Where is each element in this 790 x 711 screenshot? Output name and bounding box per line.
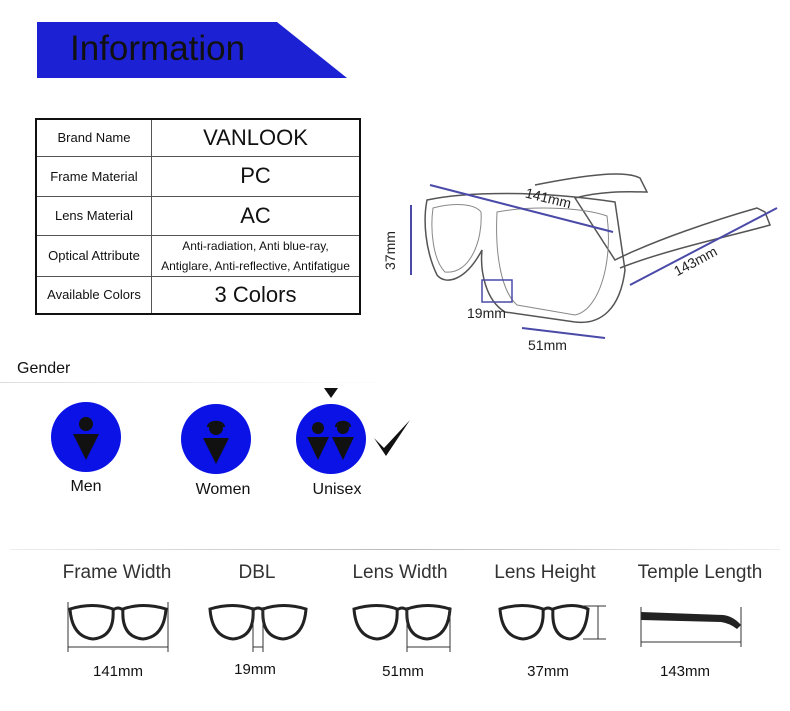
measure-value-dbl: 19mm [234,661,276,678]
gender-women-icon[interactable] [181,404,251,474]
measure-title-temple-length: Temple Length [637,562,763,583]
dim-bridge: 19mm [467,305,506,321]
gender-unisex-icon[interactable] [296,404,366,474]
spec-value: Anti-radiation, Anti blue-ray, Antiglare… [151,234,361,277]
optical-line-1: Anti-radiation, Anti blue-ray, [182,238,329,253]
frame-width-line [429,184,614,233]
spec-value: AC [151,195,361,236]
optical-line-2: Antiglare, Anti-reflective, Antifatigue [161,258,350,273]
temple-length-icon [640,607,742,647]
gender-unisex-label: Unisex [312,481,362,498]
temple-arm [534,173,771,269]
dbl-glasses-icon [208,604,308,652]
lens-right [496,207,609,316]
measure-value-temple-length: 143mm [659,663,711,680]
spec-row-lens-material: Lens Material AC [35,195,361,236]
spec-value: PC [151,155,361,197]
measure-title-frame-width: Frame Width [62,562,172,583]
section-divider [10,549,780,550]
frame-front [424,192,626,324]
spec-table: Brand Name VANLOOK Frame Material PC Len… [35,118,361,315]
lens-width-glasses-icon [352,604,452,652]
spec-row-brand: Brand Name VANLOOK [35,118,361,157]
measure-value-lens-width: 51mm [382,663,424,680]
spec-label: Brand Name [35,118,152,157]
frame-width-glasses-icon [67,602,169,652]
measure-title-lens-height: Lens Height [494,562,596,583]
lens-height-glasses-icon [498,604,606,641]
lens-left [431,204,482,273]
spec-value: VANLOOK [151,118,361,157]
spec-label: Lens Material [35,195,152,236]
gender-men-label: Men [70,478,102,495]
spec-label: Available Colors [35,275,152,315]
gender-women-label: Women [195,481,251,498]
spec-row-optical-attribute: Optical Attribute Anti-radiation, Anti b… [35,234,361,277]
gender-title: Gender [17,360,71,377]
spec-value: 3 Colors [151,275,361,315]
dim-lens-height: 37mm [382,231,398,270]
spec-label: Frame Material [35,155,152,197]
spec-row-frame-material: Frame Material PC [35,155,361,197]
checkmark-icon [374,420,410,456]
measure-value-lens-height: 37mm [527,663,569,680]
glasses-diagram [410,173,778,339]
information-banner [37,22,347,78]
banner-title: Information [70,29,246,68]
gender-men-icon[interactable] [51,402,121,472]
spec-label: Optical Attribute [35,234,152,277]
dim-lens-width: 51mm [528,337,567,353]
measure-title-lens-width: Lens Width [352,562,448,583]
gender-divider [0,382,400,383]
bridge-box [481,279,513,303]
measure-title-dbl: DBL [238,562,276,583]
temple-length-line [629,207,778,286]
measure-value-frame-width: 141mm [92,663,144,680]
spec-row-available-colors: Available Colors 3 Colors [35,275,361,315]
lens-width-line [521,327,606,339]
selected-pointer-icon [324,388,338,398]
